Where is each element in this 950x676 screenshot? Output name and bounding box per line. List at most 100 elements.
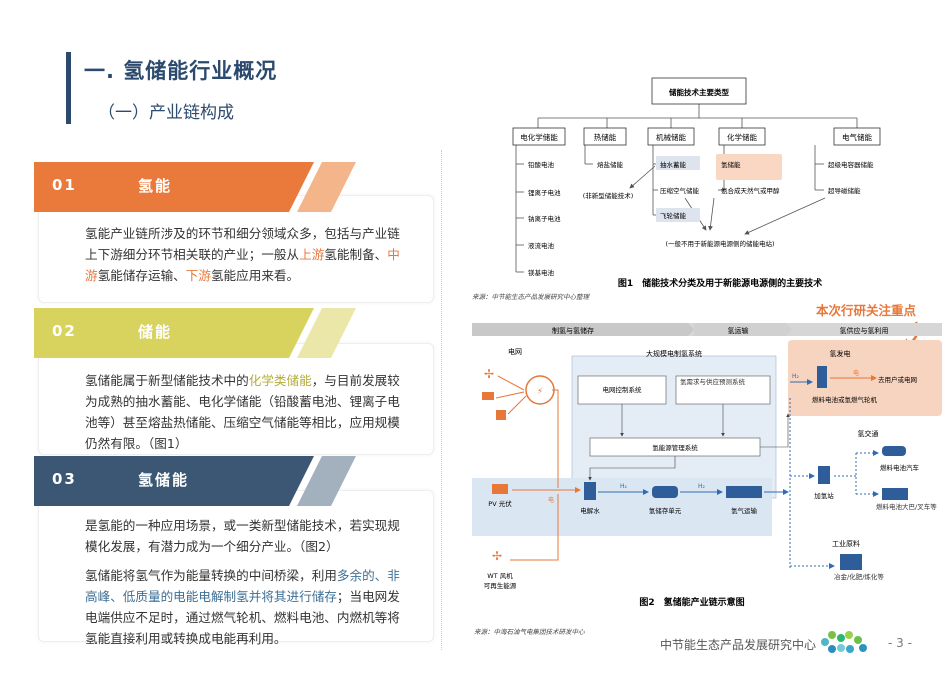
fig2-stage-2: 氢供应与氢利用 [840, 326, 889, 335]
fig1-item: 镁基电池 [528, 268, 555, 277]
figure-2-chain: 本次行研关注重点 制氢与氢储存 氢运输 氢供应与氢利用 氢发电 燃料电池或氢燃气… [472, 303, 942, 636]
fig1-item: 压缩空气储能 [660, 186, 700, 195]
section-num-3: 03 [52, 470, 77, 488]
fig1-col-0: 电化学储能 [520, 132, 558, 142]
fig2-pv: PV 光伏 [488, 499, 512, 508]
figure-1-tree: 储能技术主要类型 电化学储能 热储能 机械储能 化学储能 电气储能 铅酸电池 锂… [472, 77, 881, 301]
fig2-demand: 氢需求与供应预测系统 [680, 378, 745, 386]
section-card-3: 是氢能的一种应用场景，或一类新型储能技术，若实现规模化发展，有潜力成为一个细分产… [38, 490, 434, 646]
fig1-root: 储能技术主要类型 [669, 87, 729, 97]
fig2-renewable: 可再生能源 [484, 581, 517, 590]
fig2-wind-icon: ✢ [484, 367, 494, 381]
section-card-1: 氢能产业链所涉及的环节和细分领域众多，包括与产业链上下游细分环节相关联的产业；一… [38, 195, 434, 303]
fig2-stage-1: 氢运输 [728, 326, 749, 335]
column-divider [441, 150, 442, 650]
fig2-source: 来源：中海石油气电集团技术研发中心 [474, 628, 585, 636]
fig2-storage: 氢储存单元 [649, 506, 682, 515]
page-number: - 3 - [888, 636, 912, 650]
fig1-item: 飞轮储能 [660, 211, 687, 220]
band-stripe-1 [297, 162, 356, 212]
section-band-2 [34, 308, 356, 358]
fig1-item: 氢储能 [721, 160, 741, 169]
fig1-col-2: 机械储能 [656, 132, 686, 142]
fig2-wt-icon: ✢ [492, 549, 502, 563]
fig1-item: 抽水蓄能 [660, 160, 687, 169]
section-band-3 [34, 456, 356, 506]
fig1-caption: 图1 储能技术分类及用于新能源电源侧的主要技术 [618, 277, 822, 289]
body-text: 氢储能将氢气作为能量转换的中间桥梁，利用 [85, 568, 337, 583]
fig2-pv-icon [492, 484, 508, 494]
fig2-station: 加氢站 [814, 491, 834, 500]
section-name-3: 氢储能 [138, 471, 190, 489]
body-text: 氢能制备、 [324, 247, 388, 262]
fig2-industry-use: 冶金/化肥/炼化等 [834, 573, 884, 581]
svg-text:⚡: ⚡ [537, 387, 543, 397]
band-main-2 [34, 308, 314, 358]
fig2-factory-icon [840, 554, 862, 570]
highlight-text: 多余的、非高峰、低质量的电能电解制氢并将其进行储存 [85, 568, 400, 604]
body-text: 氢能产业链所涉及的环节和细分领域众多，包括与产业链上下游细分环节相关联的产业；一… [85, 226, 400, 262]
section-name-1: 氢能 [138, 177, 173, 195]
fig2-energy-mgmt: 氢能源管理系统 [652, 443, 698, 452]
fig1-hydrogen-highlight [716, 154, 782, 180]
section-text-3b: 氢储能将氢气作为能量转换的中间桥梁，利用多余的、非高峰、低质量的电能电解制氢并将… [85, 565, 407, 649]
fig2-grid-control: 电网控制系统 [603, 385, 643, 394]
fig2-power-gen: 氢发电 [830, 349, 851, 358]
fig1-note-left: (非新型储能技术) [583, 191, 634, 200]
fig1-item: 超级电容器储能 [828, 160, 874, 169]
fig1-item: 超导磁储能 [828, 186, 861, 195]
fig2-bus-icon [882, 488, 908, 500]
fig2-stage-0: 制氢与氢储存 [552, 326, 594, 335]
section-text-2: 氢储能属于新型储能技术中的化学类储能，与目前发展较为成熟的抽水蓄能、电化学储能（… [85, 370, 407, 454]
fig2-to-user: 去用户或电网 [878, 375, 917, 384]
fig2-grid: 电网 [508, 347, 522, 356]
highlight-text: 中游 [85, 247, 400, 283]
fig2-fuel-cell: 燃料电池或氢燃气轮机 [812, 395, 878, 404]
body-text: ，与目前发展较为成熟的抽水蓄能、电化学储能（铅酸蓄电池、锂离子电池等）甚至熔盐热… [85, 373, 400, 451]
fig1-note-bottom: (一般不用于新能源电源侧的储能电站) [665, 239, 774, 248]
body-text: 是氢能的一种应用场景，或一类新型储能技术，若实现规模化发展，有潜力成为一个细分产… [85, 518, 400, 554]
fig2-demand-box [675, 375, 771, 405]
fig2-fc-car: 燃料电池汽车 [880, 463, 920, 472]
fig1-item: 熔盐储能 [597, 160, 624, 169]
band-stripe-2 [297, 308, 356, 358]
fig2-truck-icon [726, 486, 762, 498]
fig1-col-4: 电气储能 [842, 132, 872, 142]
footer-org: 中节能生态产品发展研究中心 [660, 638, 817, 652]
fig2-storage-icon [652, 486, 678, 498]
highlight-text: 下游 [185, 268, 211, 283]
fig2-fc-bus: 燃料电池大巴/叉车等 [876, 503, 937, 511]
title-accent-bar [66, 52, 71, 124]
fig2-elec-label: 电 [853, 369, 859, 377]
fig2-electrolyzer-icon [584, 482, 596, 500]
fig2-wt: WT 风机 [487, 571, 513, 580]
fig2-electrolysis: 电解水 [580, 506, 600, 515]
body-text: 氢能储存运输、 [97, 268, 186, 283]
fig1-source: 来源：中节能生态产品发展研究中心整理 [472, 293, 591, 301]
highlight-text: 上游 [299, 247, 325, 262]
fig2-caption: 图2 氢储能产业链示意图 [639, 596, 744, 608]
fig2-grid-control-box [577, 375, 667, 405]
body-text: 氢储能属于新型储能技术中的 [85, 373, 249, 388]
section-name-2: 储能 [138, 323, 173, 341]
fig1-item: 锂离子电池 [528, 188, 561, 197]
section-band-1 [34, 162, 356, 212]
section-text-3a: 是氢能的一种应用场景，或一类新型储能技术，若实现规模化发展，有潜力成为一个细分产… [85, 515, 407, 557]
fig2-h2-label-3: H₂ [792, 373, 800, 380]
section-band-label-1: 01 氢能 [34, 162, 294, 212]
fig1-col-3: 化学储能 [727, 132, 757, 142]
section-num-1: 01 [52, 176, 77, 194]
fig2-hydrogen-transport: 氢交通 [858, 429, 879, 438]
fig1-root-box [651, 77, 747, 105]
fig1-item: 氨合成天然气或甲醇 [721, 186, 780, 195]
band-stripe-3 [297, 456, 356, 506]
fig2-h2-label-2: H₂ [698, 483, 706, 490]
body-text: ；当电网发电端供应不足时，通过燃气轮机、燃料电池、内燃机等将氢能直接利用或转换成… [85, 589, 400, 646]
section-card-2: 氢储能属于新型储能技术中的化学类储能，与目前发展较为成熟的抽水蓄能、电化学储能（… [38, 343, 434, 455]
section-band-label-2: 02 储能 [34, 308, 294, 358]
fig2-elec-label-2: 电 [548, 496, 554, 504]
section-band-label-3: 03 氢储能 [34, 456, 294, 506]
fig1-item: 液流电池 [528, 241, 555, 250]
fig2-battery-icon [496, 410, 506, 420]
fig2-transport: 氢气运输 [731, 506, 758, 515]
